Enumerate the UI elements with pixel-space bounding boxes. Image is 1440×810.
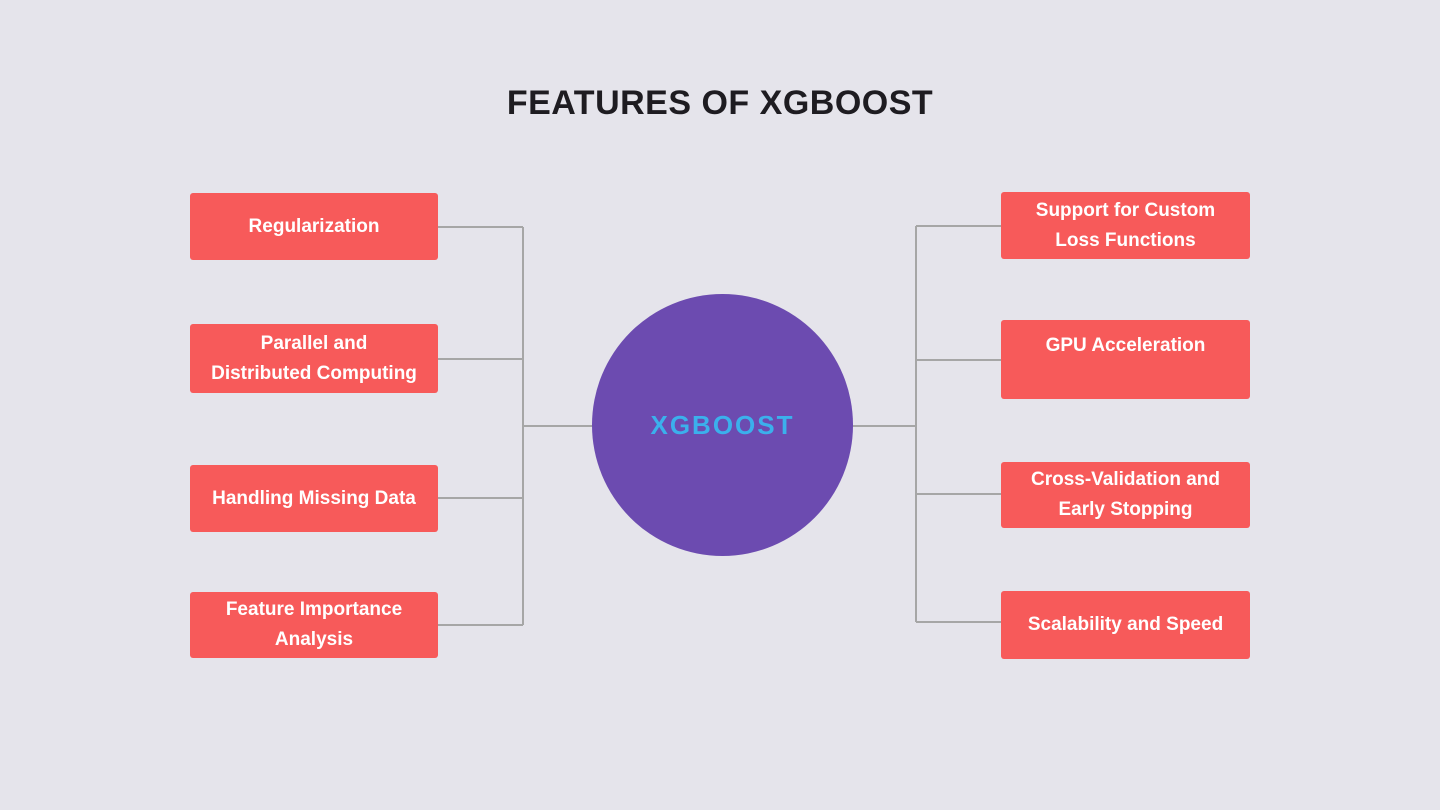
feature-box-label: Scalability and Speed [1027,614,1224,635]
page-title: FEATURES OF XGBOOST [506,84,934,122]
feature-box-label: Handling Missing Data [212,487,416,509]
feature-box-regularization: Regularization [190,193,438,260]
center-node-xgboost: XGBOOST [592,294,853,556]
feature-box-cross-validation-early-stopping: Cross-Validation and Early Stopping [1001,462,1250,528]
feature-box-label: Cross-Validation and Early Stopping [1031,469,1220,520]
right-bracket-lines [845,225,1001,623]
feature-box-scalability-and-speed: Scalability and Speed [1001,591,1250,659]
feature-box-label: GPU Acceleration [1045,335,1206,356]
left-bracket-lines [438,226,600,626]
feature-box-parallel-distributed-computing: Parallel and Distributed Computing [190,324,438,393]
feature-box-label: Parallel and Distributed Computing [211,332,417,384]
feature-box-label: Support for Custom Loss Functions [1035,199,1216,251]
center-node-label: XGBOOST [650,409,795,440]
feature-box-label: Regularization [248,215,380,237]
feature-box-feature-importance-analysis: Feature Importance Analysis [190,592,438,658]
feature-box-gpu-acceleration: GPU Acceleration [1001,320,1250,399]
feature-box-handling-missing-data: Handling Missing Data [190,465,438,532]
feature-box-custom-loss-functions: Support for Custom Loss Functions [1001,192,1250,259]
feature-box-label: Feature Importance Analysis [225,599,403,650]
